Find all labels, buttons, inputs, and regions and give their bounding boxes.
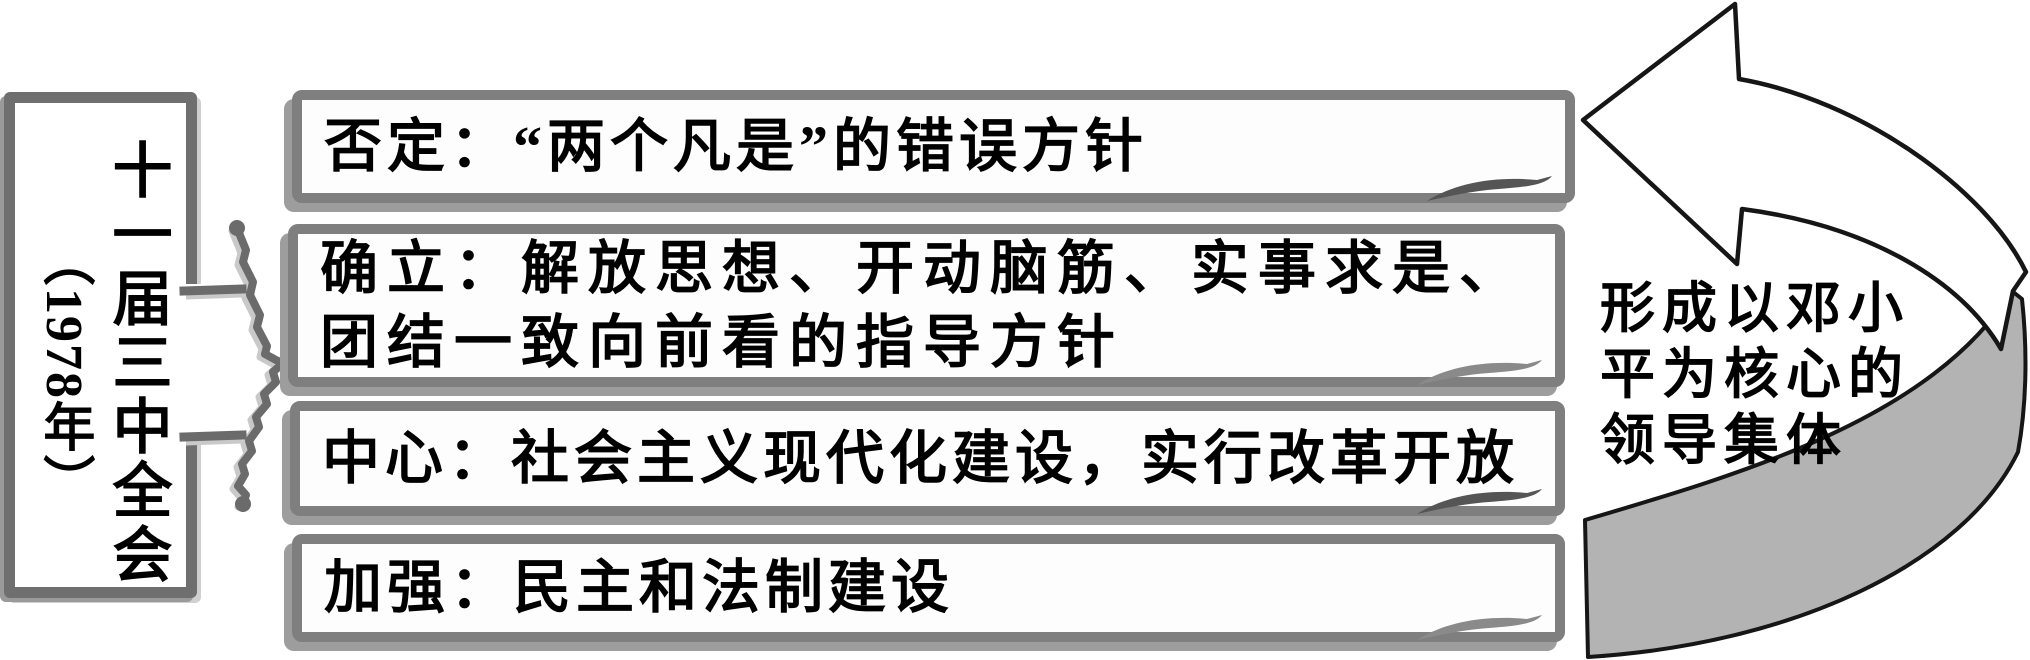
- arrow-head: [1580, 1, 2029, 352]
- corner-curl-icon: [1417, 489, 1542, 514]
- rough-arrow-connector-icon: [178, 220, 287, 512]
- item-label-strengthen: 加强：民主和法制建设: [324, 555, 955, 621]
- session-box: 十一届三中全会 （1978年）: [4, 92, 197, 598]
- session-year: （1978年）: [34, 234, 92, 508]
- item-box-establish: 确立：解放思想、开动脑筋、实事求是、 团结一致向前看的指导方针: [288, 224, 1565, 387]
- arrow-underside: [1583, 289, 2028, 659]
- item-label-negate: 否定：“两个凡是”的错误方针: [324, 113, 1149, 179]
- item-label-establish: 确立：解放思想、开动脑筋、实事求是、 团结一致向前看的指导方针: [320, 236, 1527, 375]
- item-box-strengthen: 加强：民主和法制建设: [292, 534, 1565, 642]
- item-box-negate: 否定：“两个凡是”的错误方针: [292, 90, 1575, 203]
- result-label: 形成以邓小 平为核心的 领导集体: [1600, 278, 1911, 471]
- corner-curl-icon: [1417, 360, 1542, 385]
- curved-return-arrow-icon: [1580, 1, 2029, 659]
- corner-curl-icon: [1417, 615, 1542, 640]
- item-box-center: 中心：社会主义现代化建设，实行改革开放: [290, 401, 1565, 516]
- session-text: 十一届三中全会 （1978年）: [15, 103, 186, 587]
- corner-curl-icon: [1427, 176, 1552, 201]
- item-label-center: 中心：社会主义现代化建设，实行改革开放: [322, 425, 1520, 491]
- session-title: 十一届三中全会: [104, 139, 170, 587]
